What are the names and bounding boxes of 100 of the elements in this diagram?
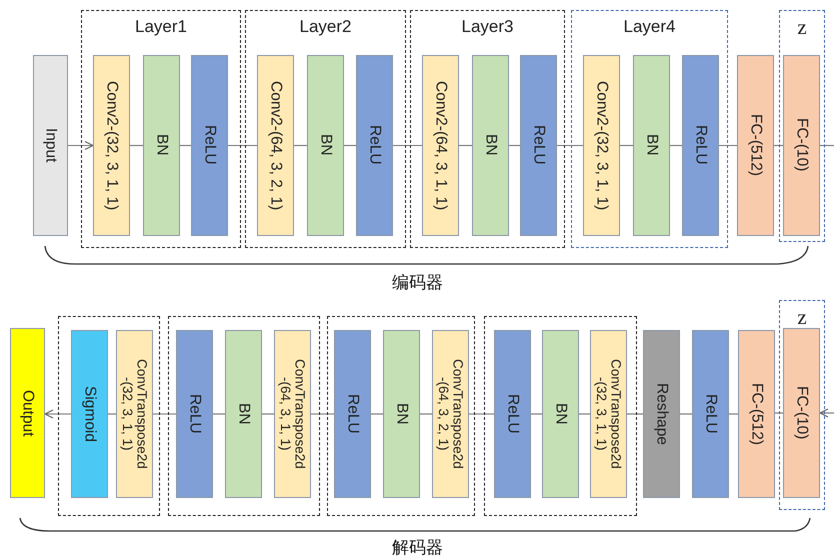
connector-line xyxy=(262,413,274,415)
conv-layer-block xyxy=(256,54,294,236)
group-heading: z xyxy=(796,305,808,330)
arrow xyxy=(819,408,834,418)
layer-label: Sigmoid xyxy=(81,386,98,442)
layer-label: ReLU xyxy=(344,394,360,434)
conv-layer-block xyxy=(590,330,627,498)
layer-label: Conv2-(64, 3, 1, 1) xyxy=(432,80,448,210)
connector-line xyxy=(108,413,116,415)
batchnorm-block xyxy=(224,330,262,498)
relu-block xyxy=(520,54,557,236)
batchnorm-block xyxy=(306,54,344,236)
layer-label: ConvTranspose2d -(32, 3, 1, 1) xyxy=(594,358,622,471)
layer-label: Reshape xyxy=(653,382,670,446)
input-block xyxy=(33,55,68,236)
connector-line xyxy=(719,144,737,146)
connector-line xyxy=(130,144,143,146)
layer-group-frame xyxy=(571,10,728,248)
connector-line xyxy=(311,413,334,415)
layer-label: ReLU xyxy=(504,394,520,434)
relu-block xyxy=(682,54,719,236)
sigmoid-block xyxy=(70,330,108,498)
layer-label: FC-(10) xyxy=(793,386,810,440)
connector-line xyxy=(420,413,432,415)
layer-label: BN xyxy=(482,134,498,156)
conv-layer-block xyxy=(274,330,311,498)
connector-line xyxy=(469,413,494,415)
connector-line xyxy=(680,413,692,415)
layer-label: ConvTranspose2d -(32, 3, 1, 1) xyxy=(120,358,148,471)
layer-group-frame xyxy=(779,10,825,242)
layer-label: Conv2-(32, 3, 1, 1) xyxy=(593,80,610,210)
connector-line xyxy=(557,144,583,146)
layer-label: ReLU xyxy=(692,125,708,165)
connector-line xyxy=(620,144,633,146)
relu-block xyxy=(176,330,213,498)
layer-label: BN xyxy=(235,402,252,424)
connector-line xyxy=(627,413,643,415)
fc-layer-block xyxy=(737,55,774,236)
layer-label: ReLU xyxy=(702,394,719,434)
batchnorm-block xyxy=(632,54,670,236)
layer-label: Conv2-(64, 3, 2, 1) xyxy=(267,80,284,210)
layer-label: BN xyxy=(552,402,568,424)
layer-group-frame xyxy=(779,300,825,510)
section-label: 编码器 xyxy=(392,272,443,294)
layer-label: FC-(512) xyxy=(748,382,765,445)
layer-group-frame xyxy=(410,10,565,248)
layer-label: FC-(512) xyxy=(747,114,764,176)
group-heading: Layer4 xyxy=(622,17,676,37)
batchnorm-block xyxy=(472,54,509,236)
connector-line xyxy=(579,413,590,415)
relu-block xyxy=(692,330,729,498)
block-group-frame xyxy=(58,316,160,516)
group-heading: Layer3 xyxy=(460,17,514,37)
conv-layer-block xyxy=(116,330,153,498)
connector-line xyxy=(729,413,738,415)
layer-group-frame xyxy=(245,10,406,248)
connector-line xyxy=(820,144,834,146)
arrow xyxy=(44,409,71,419)
relu-block xyxy=(356,54,393,236)
layer-label: BN xyxy=(153,134,170,156)
fc-layer-block xyxy=(738,330,775,498)
connector-line xyxy=(509,144,520,146)
connector-line xyxy=(344,144,356,146)
group-heading: Layer2 xyxy=(298,17,352,37)
layer-label: ReLU xyxy=(201,125,218,165)
group-heading: Layer1 xyxy=(134,17,188,37)
block-group-frame xyxy=(327,316,475,516)
fc-layer-block xyxy=(782,328,820,498)
group-heading: z xyxy=(796,15,808,40)
layer-label: ConvTranspose2d -(64, 3, 2, 1) xyxy=(436,358,464,471)
connector-line xyxy=(294,144,307,146)
connector-line xyxy=(670,144,682,146)
layer-label: ReLU xyxy=(186,394,202,434)
layer-label: Conv2-(32, 3, 1, 1) xyxy=(103,80,120,210)
layer-label: ReLU xyxy=(366,125,382,165)
relu-block xyxy=(494,330,531,498)
connector-line xyxy=(213,413,225,415)
layer-group-frame xyxy=(81,10,241,248)
connector-line xyxy=(459,144,472,146)
connector-line xyxy=(228,144,257,146)
conv-layer-block xyxy=(422,54,459,236)
connector-line xyxy=(180,144,191,146)
batchnorm-block xyxy=(142,54,180,236)
arrow xyxy=(68,140,94,150)
connector-line xyxy=(531,413,542,415)
conv-layer-block xyxy=(92,54,130,236)
reshape-block xyxy=(643,330,680,498)
connector-line xyxy=(153,413,176,415)
layer-label: ReLU xyxy=(530,125,546,165)
connector-line xyxy=(393,144,422,146)
layer-label: Input xyxy=(42,128,59,163)
layer-label: FC-(10) xyxy=(793,118,810,172)
block-group-frame xyxy=(168,316,320,516)
batchnorm-block xyxy=(382,330,420,498)
relu-block xyxy=(190,54,228,236)
output-block xyxy=(10,328,45,498)
layer-label: BN xyxy=(317,134,334,156)
fc-layer-block xyxy=(782,54,820,236)
conv-layer-block xyxy=(432,330,469,498)
layer-label: BN xyxy=(643,134,660,156)
